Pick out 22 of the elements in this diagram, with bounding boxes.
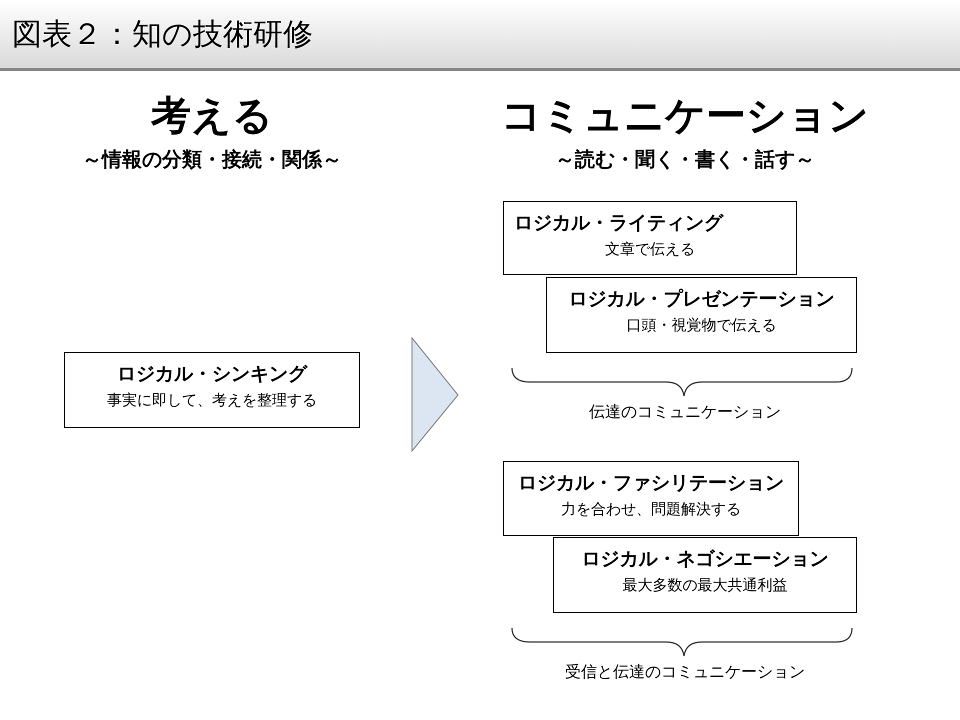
column-subheading: ～読む・聞く・書く・話す～	[555, 146, 815, 173]
box-heading: ロジカル・シンキング	[116, 362, 309, 387]
box-description: 事実に即して、考えを整理する	[106, 391, 318, 410]
column-heading: コミュニケーション	[501, 92, 869, 141]
process-box	[503, 201, 797, 275]
process-box	[64, 352, 360, 428]
brace-label: 伝達のコミュニケーション	[589, 402, 781, 423]
box-heading: ロジカル・ファシリテーション	[517, 471, 785, 496]
box-heading: ロジカル・ライティング	[514, 211, 725, 236]
box-description: 文章で伝える	[604, 240, 696, 259]
box-description: 口頭・視覚物で伝える	[626, 316, 778, 335]
column-heading: 考える	[151, 92, 273, 141]
process-box	[546, 277, 857, 353]
box-heading: ロジカル・プレゼンテーション	[568, 287, 836, 312]
title: 図表２：知の技術研修	[12, 16, 313, 54]
process-box	[553, 537, 857, 613]
box-description: 最大多数の最大共通利益	[622, 576, 788, 595]
brace-label: 受信と伝達のコミュニケーション	[565, 662, 805, 683]
box-description: 力を合わせ、問題解決する	[560, 500, 742, 519]
process-box	[503, 461, 799, 536]
column-subheading: ～情報の分類・接続・関係～	[82, 146, 342, 173]
box-heading: ロジカル・ネゴシエーション	[580, 547, 830, 572]
